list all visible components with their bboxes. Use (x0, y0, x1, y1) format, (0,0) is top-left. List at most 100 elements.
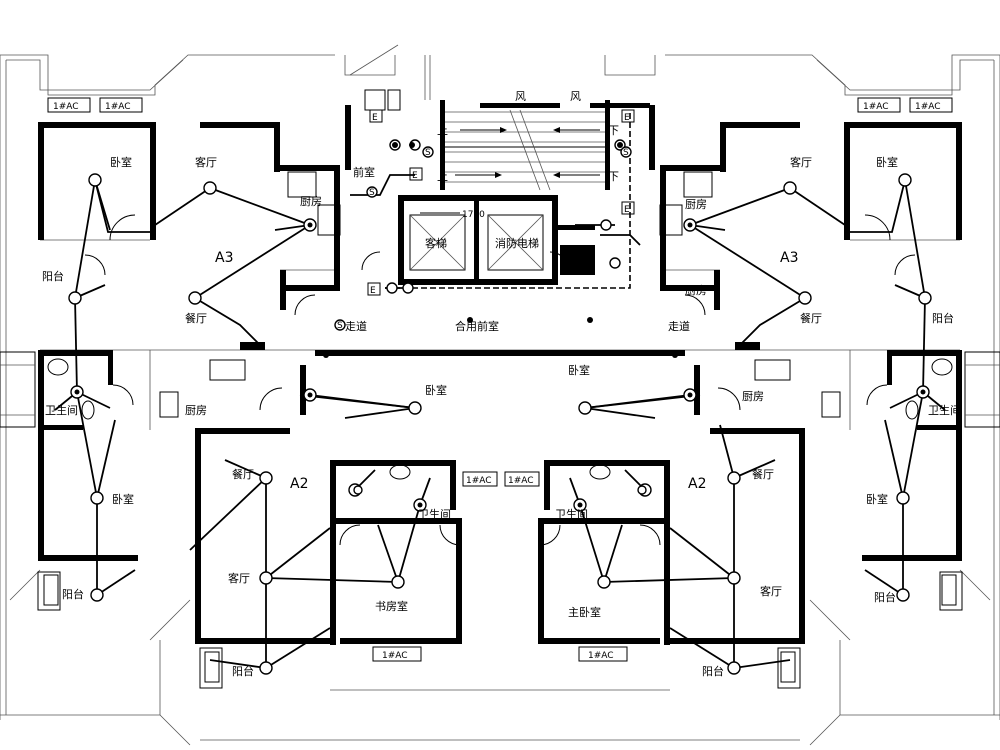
e-box-5 (621, 201, 635, 215)
symbols: E E E E E S S S S (334, 109, 635, 331)
e-box-3 (367, 282, 381, 296)
room-balcony-l2: 阳台 (232, 664, 254, 678)
room-dining-tr: 餐厅 (800, 311, 822, 325)
s-symbol-4-text: S (623, 148, 629, 158)
ac-tag-1 (47, 97, 91, 113)
ac-tag-7-text: 1#AC (382, 651, 408, 661)
wind-shaft-3: 风 (572, 255, 583, 268)
room-kitchen-ml: 厨房 (185, 404, 207, 417)
stair-up-1: 上 (437, 124, 448, 137)
kitchen-sink-ml (209, 359, 246, 381)
room-bedroom-c2: 卧室 (568, 363, 590, 377)
s-symbol-1 (422, 146, 434, 158)
stair-down-1: 下 (608, 124, 619, 137)
room-study: 书房室 (375, 599, 408, 613)
room-corridor-l: 走道 (345, 319, 367, 333)
kitchen-sink-tr (683, 171, 713, 198)
lamp-living-tl (203, 181, 217, 195)
room-dining-tl: 餐厅 (185, 311, 207, 325)
lamp-living-tr (783, 181, 797, 195)
room-corridor-r: 走道 (668, 319, 690, 333)
lamp-bedroom-ml (90, 491, 104, 505)
lamp-balcony-l2 (259, 661, 273, 675)
lamp-core-r2 (609, 257, 621, 269)
lamp-dining-tr (798, 291, 812, 305)
ac-tag-3-text: 1#AC (863, 102, 889, 112)
elevator-car-fire (487, 214, 544, 271)
e-box-4-text: E (624, 113, 630, 123)
ac-tag-6-text: 1#AC (508, 476, 534, 486)
ac-tag-5 (462, 471, 498, 487)
room-toilet-r: 卫生间 (928, 403, 961, 417)
e-box-5-text: E (624, 205, 630, 215)
ac-tag-7 (372, 646, 422, 662)
ac-tag-8 (578, 646, 628, 662)
basin-l (47, 358, 69, 376)
toilet-r (905, 400, 919, 420)
room-bedroom-tl: 卧室 (110, 155, 132, 169)
ac-tag-1-text: 1#AC (53, 102, 79, 112)
room-bedroom-mr: 卧室 (866, 492, 888, 506)
s-symbol-3-text: S (337, 321, 343, 331)
ac-tag-4 (909, 97, 953, 113)
dimension-label: 1700 (462, 210, 485, 220)
room-living-tr: 客厅 (790, 155, 812, 169)
room-bedroom-tr: 卧室 (876, 155, 898, 169)
room-shared-front: 合用前室 (455, 319, 499, 333)
stove-ml (159, 391, 179, 418)
lamp-study (391, 575, 405, 589)
ac-tag-6 (504, 471, 540, 487)
lamp-balcony-r2 (727, 661, 741, 675)
unit-label-a2-left: A2 (290, 476, 308, 492)
s-symbol-2-text: S (369, 188, 375, 198)
lamp-small-2 (637, 485, 647, 495)
room-labels: 卧室 客厅 厨房 阳台 餐厅 卫生间 卧室 阳台 前室 厨房 餐厅 客厅 阳台 … (42, 155, 961, 678)
room-dining-l2: 餐厅 (232, 467, 254, 481)
room-toilet-c2: 卫生间 (555, 507, 588, 521)
room-balcony-tr: 阳台 (932, 311, 954, 325)
room-kitchen-tr: 厨房 (685, 198, 707, 211)
arrow-down-1-head (553, 127, 560, 133)
room-front-room: 前室 (353, 165, 375, 179)
s-symbol-4 (620, 146, 632, 158)
doors (84, 214, 916, 546)
lamp-dining-tl (188, 291, 202, 305)
lamp-living-r2 (727, 571, 741, 585)
elevator-car-passenger (409, 214, 466, 271)
unit-labels: A3 A3 A2 A2 (215, 250, 798, 492)
stair-down-2: 下 (608, 170, 619, 183)
s-symbol-3 (334, 319, 346, 331)
lamp-core-r (600, 219, 612, 231)
e-box-3-text: E (370, 286, 376, 296)
lamp-balcony-tr (918, 291, 932, 305)
elevator-fire-label: 消防电梯 (495, 236, 539, 250)
room-balcony-bl: 阳台 (62, 587, 84, 601)
kitchen-sink-mr (754, 359, 791, 381)
lamp-bedroom-tr (898, 173, 912, 187)
room-balcony-r2: 阳台 (702, 664, 724, 678)
lamps (68, 139, 932, 675)
fixtures (37, 89, 963, 689)
ac-tag-2-text: 1#AC (105, 102, 131, 112)
e-box-2 (409, 167, 423, 181)
room-balcony-br: 阳台 (874, 590, 896, 604)
lamp-living-l2 (259, 571, 273, 585)
s-symbol-1-text: S (425, 148, 431, 158)
kitchen-sink-tl (287, 171, 317, 198)
room-dining-r2: 餐厅 (752, 467, 774, 481)
room-master-bed: 主卧室 (568, 605, 601, 619)
stove-tl (317, 204, 341, 236)
lamp-bedroom-tl (88, 173, 102, 187)
room-kitchen-tl: 厨房 (300, 195, 322, 208)
lamp-corridor-l2 (402, 282, 414, 294)
room-toilet-c1: 卫生间 (418, 507, 451, 521)
wind-shaft-2: 风 (570, 90, 581, 103)
ac-tag-4-text: 1#AC (915, 102, 941, 112)
cable-run-core (385, 110, 631, 289)
outline-lines (0, 44, 1000, 746)
toilet-l (81, 400, 95, 420)
lamp-bedroom-mr (896, 491, 910, 505)
room-living-r2: 客厅 (760, 584, 782, 598)
unit-label-a2-right: A2 (688, 476, 706, 492)
